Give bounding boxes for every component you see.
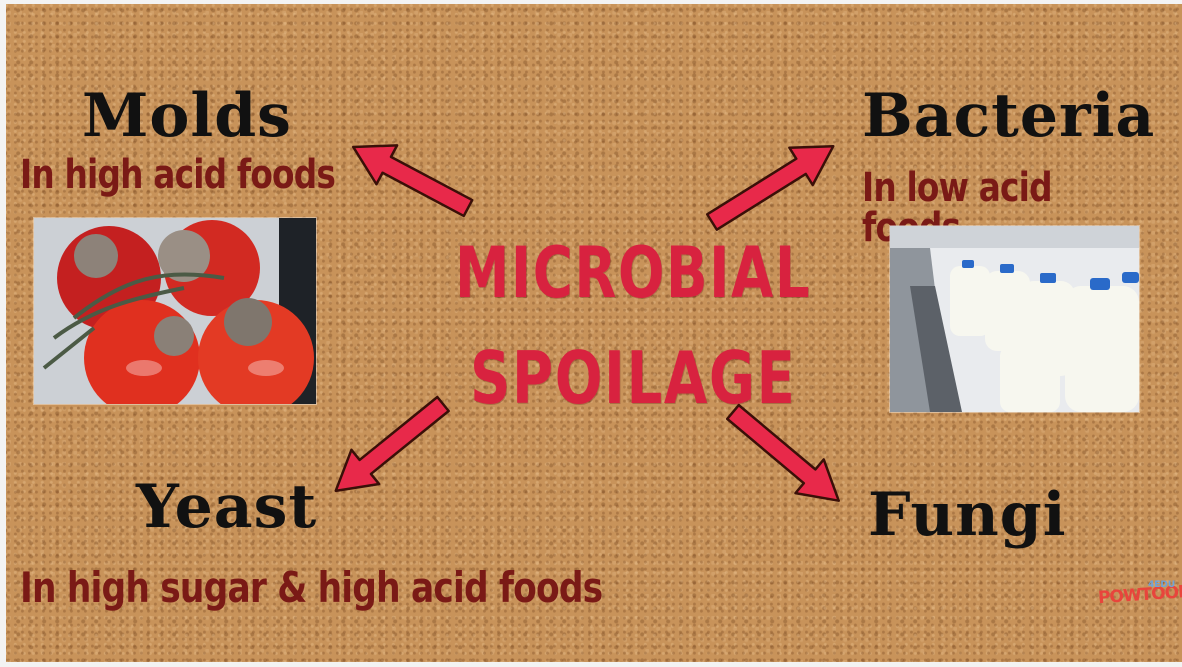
arrow-to-bacteria bbox=[700, 128, 845, 241]
molds-subtitle: In high acid foods bbox=[20, 155, 335, 195]
yeast-title: Yeast bbox=[136, 477, 317, 537]
milk-jugs-image bbox=[889, 225, 1140, 413]
center-title-line2: SPOILAGE bbox=[470, 342, 796, 414]
moldy-tomatoes-image bbox=[33, 217, 317, 405]
arrow-to-molds bbox=[343, 128, 478, 228]
yeast-subtitle: In high sugar & high acid foods bbox=[20, 567, 602, 609]
center-title-line1: MICROBIAL bbox=[455, 238, 811, 308]
fungi-title: Fungi bbox=[868, 485, 1067, 545]
molds-title: Molds bbox=[82, 86, 292, 146]
bacteria-title: Bacteria bbox=[862, 86, 1155, 146]
arrow-to-yeast bbox=[322, 387, 457, 508]
powtoon-logo-badge: 4EDU bbox=[1148, 580, 1175, 590]
